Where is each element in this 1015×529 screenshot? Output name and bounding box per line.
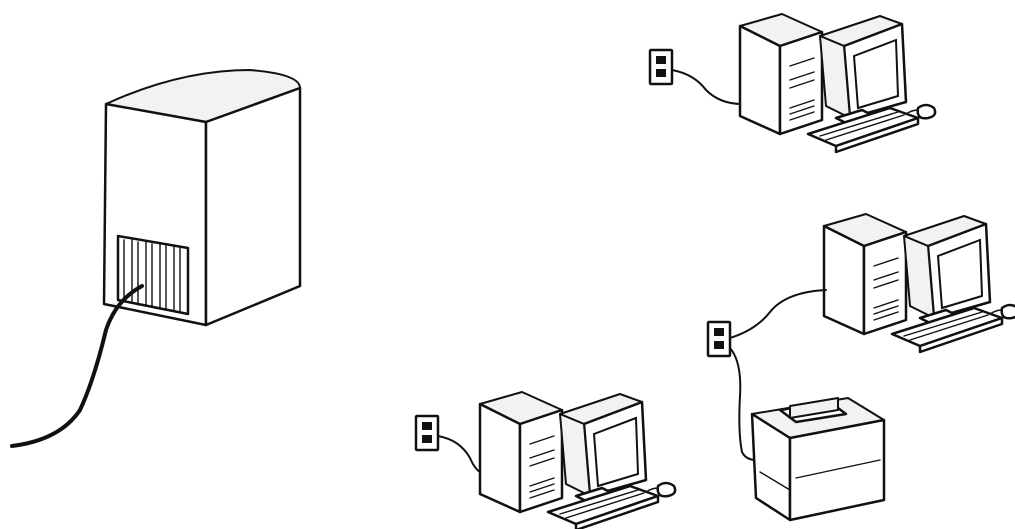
wall-jack-icon — [414, 414, 440, 452]
wall-jack-icon — [648, 48, 674, 86]
desktop-computer-icon — [822, 212, 1015, 354]
workstation-1-cable — [671, 69, 743, 105]
desktop-computer-icon — [478, 390, 677, 529]
wall-jack-icon — [706, 320, 732, 358]
server-cable — [10, 284, 144, 448]
desktop-computer-icon — [738, 12, 937, 154]
server-tower-icon — [102, 69, 302, 327]
workstation-3-cable — [437, 435, 485, 475]
printer-icon — [750, 397, 886, 522]
workstation-2-cable — [729, 289, 827, 339]
printer-cable — [729, 347, 757, 461]
